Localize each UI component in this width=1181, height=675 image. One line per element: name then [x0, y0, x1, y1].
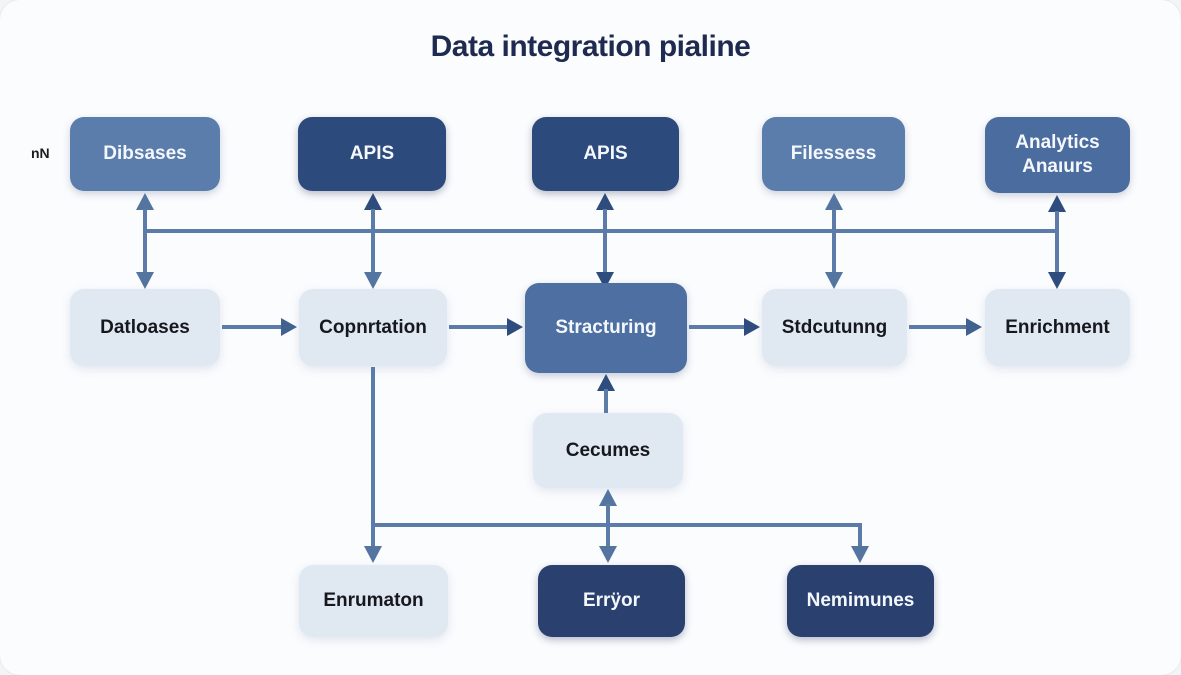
margin-annotation: nN [31, 145, 50, 161]
flow-arrowhead-3 [744, 318, 760, 336]
node-copnrtation: Copnrtation [299, 289, 447, 366]
connector-col1 [143, 209, 147, 273]
flow-arrowhead-2 [507, 318, 523, 336]
arrowhead-up-col3 [596, 193, 614, 210]
arrowhead-up-col5 [1048, 195, 1066, 212]
arrowhead-down-col4 [825, 272, 843, 289]
connector-copnrtation-down [371, 367, 375, 547]
flow-line-4 [909, 325, 967, 329]
arrowhead-down-erryor [599, 546, 617, 563]
arrowhead-up-col4 [825, 193, 843, 210]
node-filessess: Filessess [762, 117, 905, 191]
node-nemimunes: Nemimunes [787, 565, 934, 637]
top-bus-line [145, 229, 1057, 233]
connector-col3 [603, 209, 607, 273]
page-title: Data integration pialine [430, 30, 751, 63]
node-stracturing: Stracturing [525, 283, 687, 373]
node-analytics: Analytics Anaıurs [985, 117, 1130, 193]
flow-line-2 [449, 325, 508, 329]
node-enrichment: Enrichment [985, 289, 1130, 366]
connector-cecumes-erryor [606, 504, 610, 547]
flow-arrowhead-1 [281, 318, 297, 336]
node-datloases: Datloases [70, 289, 220, 366]
arrowhead-down-col1 [136, 272, 154, 289]
connector-col5 [1055, 211, 1059, 273]
arrowhead-down-col5 [1048, 272, 1066, 289]
connector-nemimunes-down [858, 523, 862, 548]
arrowhead-down-enrumaton [364, 546, 382, 563]
arrowhead-up-col1 [136, 193, 154, 210]
arrowhead-down-nemimunes [851, 546, 869, 563]
arrowhead-up-col2 [364, 193, 382, 210]
arrowhead-up-cecumes [599, 489, 617, 506]
node-enrumaton: Enrumaton [299, 565, 448, 637]
arrowhead-up-stracturing [597, 374, 615, 391]
node-apis-2: APIS [532, 117, 679, 191]
arrowhead-down-col2 [364, 272, 382, 289]
connector-col4 [832, 209, 836, 273]
node-dibsases: Dibsases [70, 117, 220, 191]
flow-line-3 [689, 325, 745, 329]
node-erryor: Errÿor [538, 565, 685, 637]
flow-arrowhead-4 [966, 318, 982, 336]
flow-line-1 [222, 325, 282, 329]
node-stdcutunng: Stdcutunng [762, 289, 907, 366]
node-cecumes: Cecumes [533, 413, 683, 488]
lower-bus-line [371, 523, 862, 527]
connector-cecumes-stracturing [604, 389, 608, 413]
connector-col2 [371, 209, 375, 273]
node-apis-1: APIS [298, 117, 446, 191]
